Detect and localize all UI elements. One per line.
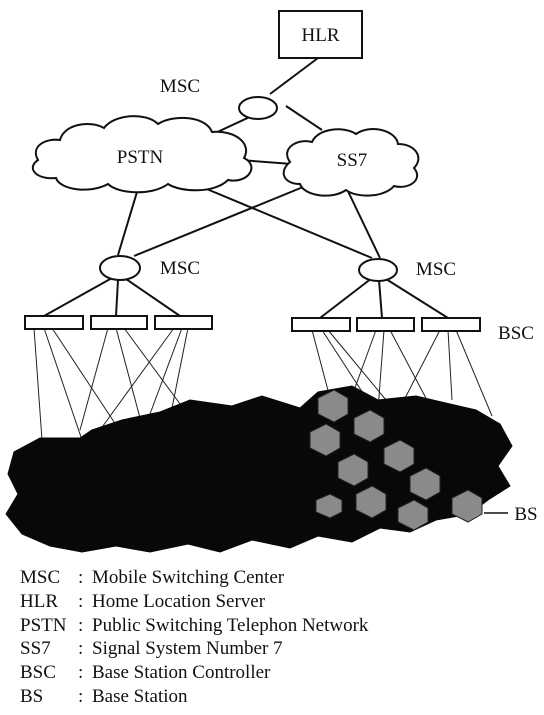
ss7-cloud xyxy=(282,128,420,197)
legend-description: Base Station Controller xyxy=(92,662,271,684)
hlr-box xyxy=(278,10,363,59)
link-msc-left-bsc2 xyxy=(115,279,119,317)
bs-label: BS xyxy=(514,504,537,525)
link-ss7-msc-right xyxy=(344,184,381,259)
legend-description: Mobile Switching Center xyxy=(92,567,285,588)
legend-row: BS: Base Station xyxy=(20,685,540,709)
link-msc-left-bsc1 xyxy=(43,277,113,317)
link-pstn-msc-left xyxy=(117,181,141,256)
legend-abbr: SS7 xyxy=(20,638,51,660)
base-station-cells xyxy=(5,385,513,553)
pstn-cloud xyxy=(31,115,253,194)
link-msc-right-bsc2 xyxy=(378,279,383,319)
legend-description: Home Location Server xyxy=(92,590,266,612)
legend-abbr: BS xyxy=(20,685,44,707)
msc-left-label: MSC xyxy=(160,258,200,279)
legend-abbr: HLR xyxy=(20,590,58,612)
bsc-bs-links xyxy=(33,327,493,441)
legend-abbr: MSC xyxy=(20,567,61,588)
pstn-label: PSTN xyxy=(117,147,164,168)
legend-separator: : xyxy=(78,638,84,660)
legend-separator: : xyxy=(78,567,84,588)
link-ss7-msc-left xyxy=(133,184,309,257)
ss7-label: SS7 xyxy=(337,150,368,171)
bsc-box xyxy=(291,317,351,332)
legend-description: Public Switching Telephon Network xyxy=(92,614,369,636)
link-hlr-msc xyxy=(269,57,319,95)
bsc-box xyxy=(24,315,84,330)
legend-abbr: PSTN xyxy=(20,614,67,636)
highlighted-cells xyxy=(309,389,483,531)
legend-abbr: BSC xyxy=(20,662,56,684)
bsc-box xyxy=(356,317,415,332)
legend-description: Base Station xyxy=(92,685,188,707)
bsc-box xyxy=(154,315,213,330)
msc-top-label: MSC xyxy=(160,76,200,97)
legend-separator: : xyxy=(78,614,84,636)
bsc-boxes xyxy=(24,315,481,332)
hlr-label: HLR xyxy=(302,25,340,46)
msc-top-node xyxy=(238,96,278,120)
msc-right-node xyxy=(358,258,398,282)
link-msc-ss7 xyxy=(285,105,323,131)
legend-row: SS7: Signal System Number 7 xyxy=(20,637,540,661)
link-msc-right-bsc3 xyxy=(385,278,449,319)
legend-separator: : xyxy=(78,590,84,612)
legend-separator: : xyxy=(78,685,84,707)
legend-description: Signal System Number 7 xyxy=(92,638,283,660)
legend-separator: : xyxy=(78,662,84,684)
link-msc-left-bsc3 xyxy=(125,278,181,317)
link-msc-right-bsc1 xyxy=(319,277,373,319)
legend-row: BSC: Base Station Controller xyxy=(20,661,540,685)
link-pstn-msc-right xyxy=(189,181,373,259)
msc-left-node xyxy=(99,255,141,281)
msc-right-label: MSC xyxy=(416,259,456,280)
legend-row: HLR: Home Location Server xyxy=(20,590,540,614)
legend-row: PSTN: Public Switching Telephon Network xyxy=(20,614,540,638)
legend-row: MSC: Mobile Switching Center xyxy=(20,566,540,590)
bsc-box xyxy=(421,317,481,332)
bsc-box xyxy=(90,315,148,330)
bsc-label: BSC xyxy=(498,323,534,344)
connection-lines xyxy=(43,57,449,319)
